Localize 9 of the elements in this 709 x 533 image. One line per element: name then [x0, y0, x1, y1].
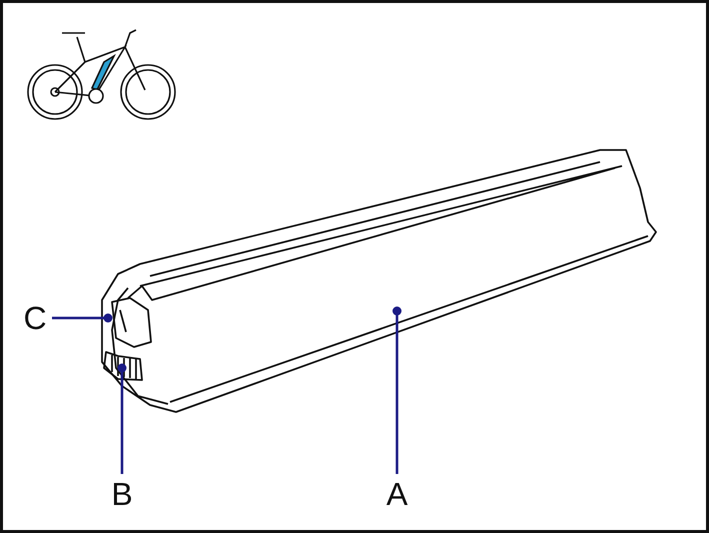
callout-letter: B — [109, 478, 135, 510]
charge-socket — [111, 297, 152, 348]
battery-body — [101, 149, 657, 413]
callout-letter: A — [384, 478, 410, 510]
leader-line — [392, 306, 402, 474]
battery-contacts — [103, 351, 143, 381]
leader-line — [118, 364, 126, 474]
leader-line — [52, 314, 112, 322]
callout-letter: C — [22, 302, 48, 334]
